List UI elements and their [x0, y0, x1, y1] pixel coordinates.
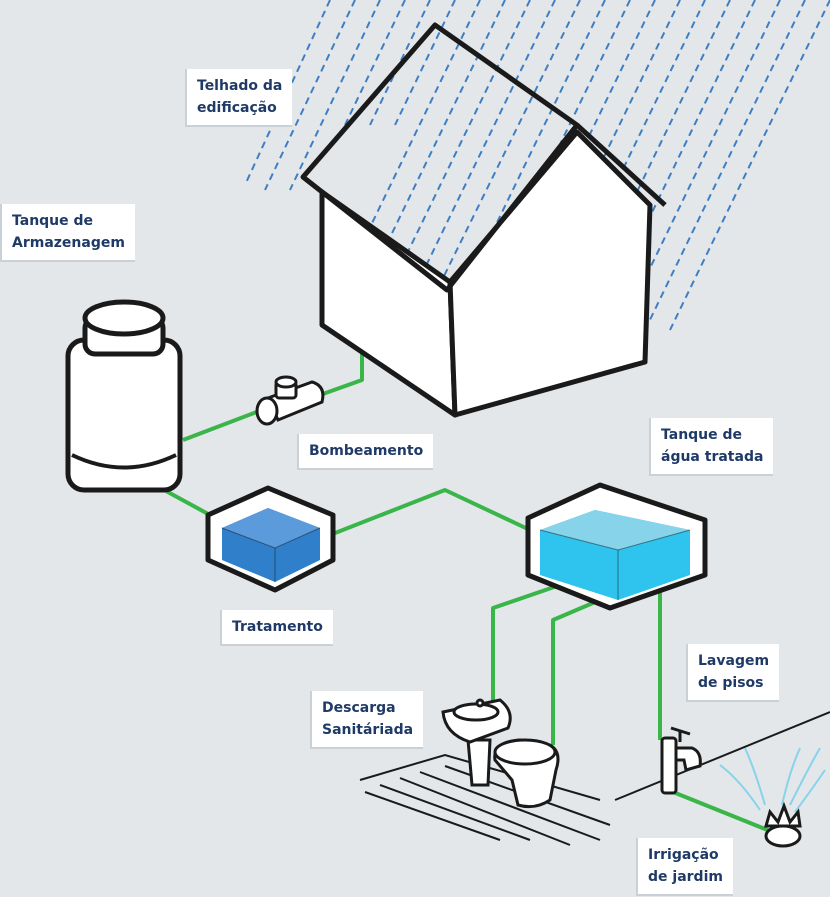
pumping-label-line-1: Bombeamento — [309, 443, 424, 459]
storage-tank-label: Tanque de Armazenagem — [0, 204, 135, 262]
roof-label-line-2: edificação — [197, 100, 277, 116]
house-icon — [300, 22, 667, 418]
treated-tank-label-line-2: água tratada — [661, 449, 764, 465]
sink-icon — [441, 698, 512, 787]
garden-irrigation-label: Irrigação de jardim — [636, 838, 733, 896]
pumping-label: Bombeamento — [297, 434, 434, 470]
treated-tank-label-line-1: Tanque de — [661, 427, 743, 443]
floor-washing-label-line-1: Lavagem — [698, 653, 770, 669]
storage-tank-label-line-2: Armazenagem — [12, 235, 125, 251]
floor-washing-label-line-2: de pisos — [698, 675, 764, 691]
toilet-flush-label-line-1: Descarga — [322, 700, 396, 716]
pump-icon — [255, 375, 325, 426]
floor-washing-label: Lavagem de pisos — [686, 644, 780, 702]
roof-label: Telhado da edificação — [185, 69, 293, 127]
toilet-icon — [493, 738, 560, 809]
garden-irrigation-label-line-1: Irrigação — [648, 847, 719, 863]
faucet-icon — [660, 726, 702, 795]
treatment-label: Tratamento — [220, 610, 333, 646]
treatment-label-line-1: Tratamento — [232, 619, 323, 635]
sprinkler-icon — [719, 747, 826, 848]
toilet-flush-label-line-2: Sanitáriada — [322, 722, 414, 738]
garden-irrigation-label-line-2: de jardim — [648, 869, 723, 885]
storage-tank-icon — [65, 299, 183, 493]
treated-water-tank-icon — [525, 482, 708, 611]
treated-tank-label: Tanque de água tratada — [649, 418, 774, 476]
toilet-flush-label: Descarga Sanitáriada — [310, 691, 424, 749]
storage-tank-label-line-1: Tanque de — [12, 213, 94, 229]
roof-label-line-1: Telhado da — [197, 78, 283, 94]
treatment-tank-icon — [205, 485, 336, 593]
